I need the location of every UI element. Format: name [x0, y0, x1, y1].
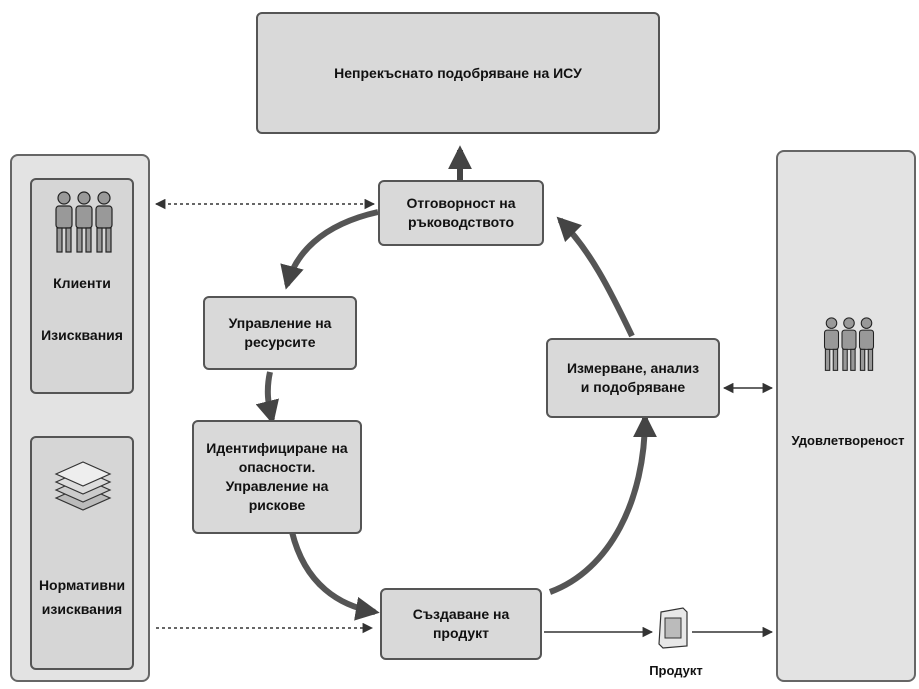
- responsibility-line-2: ръководството: [407, 214, 515, 230]
- people-icon: [55, 191, 113, 253]
- documents-icon: [54, 461, 112, 511]
- measurement-line-1: Измерване, анализ: [566, 360, 700, 377]
- hazards-line-2: опасности.: [238, 459, 316, 476]
- requirements-label: Изисквания: [41, 327, 123, 343]
- product-creation-line-2: продукт: [432, 625, 490, 641]
- responsibility-line-1: Отговорност на: [406, 195, 516, 212]
- resource-management-box: Управление на ресурсите: [203, 296, 357, 370]
- continuous-improvement-label: Непрекъснато подобряване на ИСУ: [334, 64, 582, 81]
- product-creation-line-1: Създаване на: [412, 606, 510, 623]
- management-responsibility-box: Отговорност на ръководството: [378, 180, 544, 246]
- hazards-line-1: Идентифициране на: [206, 440, 348, 457]
- arc-product-to-measurement: [548, 413, 657, 595]
- arc-resources-to-hazards: [255, 371, 279, 425]
- resources-line-2: ресурсите: [244, 334, 316, 350]
- continuous-improvement-box: Непрекъснато подобряване на ИСУ: [256, 12, 660, 134]
- arc-responsibility-to-resources: [280, 209, 379, 290]
- product-creation-box: Създаване на продукт: [380, 588, 542, 660]
- people-icon-right: [823, 317, 875, 371]
- product-icon: [658, 607, 688, 649]
- normative-line-1: Нормативни: [38, 577, 126, 593]
- arc-hazards-to-product: [289, 531, 380, 621]
- hazards-line-3: Управление на: [225, 478, 329, 494]
- arc-measurement-to-responsibility: [556, 216, 635, 338]
- right-panel: [776, 150, 916, 682]
- satisfaction-label: Удовлетвореност: [791, 433, 905, 448]
- hazard-identification-box: Идентифициране на опасности. Управление …: [192, 420, 362, 534]
- normative-line-2: изисквания: [41, 601, 123, 617]
- clients-label: Клиенти: [53, 275, 111, 291]
- measurement-box: Измерване, анализ и подобряване: [546, 338, 720, 418]
- resources-line-1: Управление на: [228, 315, 332, 332]
- product-label: Продукт: [649, 663, 703, 678]
- measurement-line-2: и подобряване: [580, 379, 686, 395]
- hazards-line-4: рискове: [248, 496, 306, 513]
